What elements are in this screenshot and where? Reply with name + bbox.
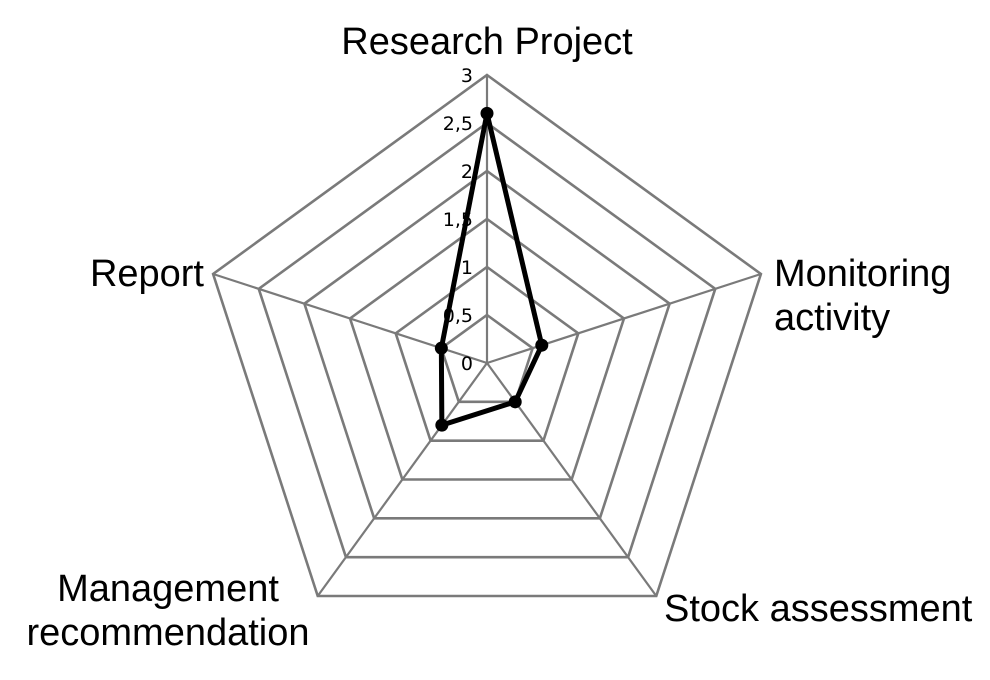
series-layer bbox=[434, 106, 549, 432]
radar-grid bbox=[211, 73, 763, 598]
tick-label: 2,5 bbox=[443, 113, 473, 135]
grid-ring-5 bbox=[257, 121, 717, 559]
category-label: Research Project bbox=[341, 21, 633, 63]
category-label-line: Stock assessment bbox=[664, 588, 973, 630]
series-line bbox=[438, 110, 545, 428]
grid-ring-6 bbox=[211, 73, 763, 598]
data-point-3 bbox=[435, 418, 449, 432]
tick-label: 3 bbox=[461, 65, 473, 87]
data-point-4 bbox=[434, 341, 448, 355]
category-label: Report bbox=[90, 253, 204, 295]
category-label-line: Monitoring bbox=[774, 253, 951, 295]
data-point-0 bbox=[480, 106, 494, 120]
grid-ring-2 bbox=[394, 265, 580, 442]
grid-ring-3 bbox=[348, 217, 626, 481]
grid-ring-4 bbox=[302, 169, 672, 520]
tick-label: 2 bbox=[461, 161, 473, 183]
category-label-line: activity bbox=[774, 297, 890, 339]
tick-label: 1 bbox=[461, 257, 473, 279]
tick-label: 0 bbox=[461, 353, 473, 375]
category-label-line: Management bbox=[57, 568, 279, 610]
category-label-line: Research Project bbox=[341, 21, 633, 63]
data-point-2 bbox=[508, 395, 522, 409]
category-label-line: recommendation bbox=[26, 612, 309, 654]
category-label: Stock assessment bbox=[664, 588, 973, 630]
grid-ring-1 bbox=[439, 313, 535, 404]
data-point-1 bbox=[535, 338, 549, 352]
category-label-line: Report bbox=[90, 253, 204, 295]
